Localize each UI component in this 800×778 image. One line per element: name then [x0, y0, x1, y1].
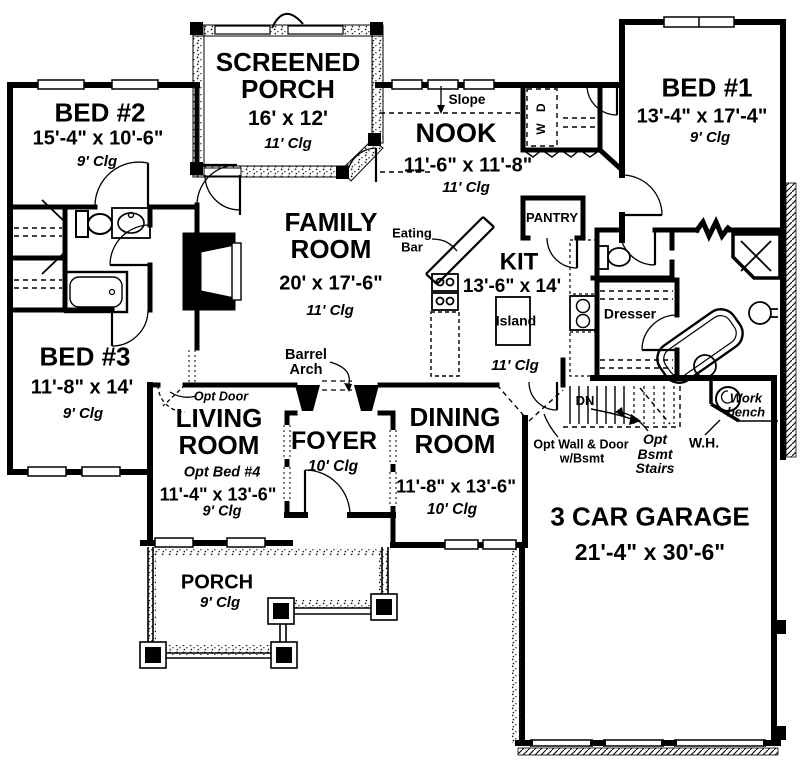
- master-toilet: [597, 245, 631, 270]
- garage-details: [512, 182, 797, 756]
- opt-wall-door-note-2: w/Bsmt: [559, 451, 605, 466]
- room-ceiling-family-room: 11' Clg: [306, 302, 354, 320]
- room-dims-kitchen: 13'-6" x 14': [462, 276, 562, 298]
- stairs-down-label: DN: [575, 393, 595, 409]
- toilet: [75, 210, 113, 238]
- barrel-arch-piers: [295, 380, 379, 411]
- washer-dryer-note: W D: [533, 99, 548, 135]
- front-porch-structure: [139, 547, 398, 669]
- island-label: Island: [495, 312, 537, 329]
- room-ceiling-bed2: 9' Clg: [76, 153, 118, 171]
- room-ceiling-nook: 11' Clg: [442, 179, 490, 197]
- room-option-living-room: Opt Bed #4: [183, 464, 261, 481]
- room-dims-dining-room: 11'-8" x 13'-6": [396, 475, 516, 497]
- room-label-bed1: BED #1: [661, 72, 753, 103]
- room-label-foyer: FOYER: [290, 427, 378, 455]
- kitchen-sink: [569, 239, 598, 377]
- bathtub: [63, 270, 129, 314]
- room-label-porch: PORCH: [180, 571, 254, 594]
- room-label-family-room: FAMILY ROOM: [284, 206, 378, 264]
- room-dims-bed3: 11'-8" x 14': [30, 376, 134, 399]
- room-label-bed3: BED #3: [39, 341, 131, 372]
- eating-bar-note: Eating Bar: [392, 225, 432, 254]
- room-label-nook: NOOK: [415, 117, 497, 148]
- room-ceiling-bed1: 9' Clg: [689, 129, 731, 147]
- master-tub: [656, 308, 744, 384]
- room-label-dining-room: DINING ROOM: [409, 401, 501, 459]
- dresser-label: Dresser: [603, 305, 657, 322]
- opt-door-note: Opt Door: [193, 389, 249, 404]
- pantry-label: PANTRY: [526, 210, 578, 226]
- windows: [27, 16, 735, 550]
- fixtures: [63, 207, 782, 423]
- room-label-screened-porch: SCREENED PORCH: [215, 46, 361, 104]
- fireplace: [182, 232, 242, 311]
- room-dims-nook: 11'-6" x 11'-8": [403, 154, 533, 177]
- room-dims-bed2: 15'-4" x 10'-6": [32, 127, 164, 150]
- porch-columns: [139, 593, 398, 669]
- room-label-living-room: LIVING ROOM: [175, 402, 263, 460]
- room-dims-garage: 21'-4" x 30'-6": [574, 539, 726, 566]
- cased-openings: [188, 350, 397, 506]
- annotation-leaders: [169, 86, 721, 438]
- room-ceiling-dining-room: 10' Clg: [426, 500, 478, 518]
- kitchen-island: [495, 296, 531, 346]
- barrel-arch-note: Barrel Arch: [285, 346, 327, 378]
- refrigerator: [430, 311, 460, 377]
- room-dims-bed1: 13'-4" x 17'-4": [636, 105, 768, 128]
- opt-bsmt-stairs-note: Opt Bsmt Stairs: [635, 431, 675, 477]
- master-sinks: [693, 301, 778, 378]
- room-ceiling-foyer: 10' Clg: [307, 457, 359, 475]
- cooktop: [431, 273, 459, 311]
- work-bench-label: Work bench: [726, 390, 766, 419]
- room-ceiling-bed3: 9' Clg: [62, 405, 104, 423]
- water-heater-label: W.H.: [688, 434, 720, 451]
- room-dims-screened-porch: 16' x 12': [247, 107, 329, 131]
- water-heater: [709, 381, 778, 423]
- screened-porch-structure: [190, 13, 384, 182]
- room-label-bed2: BED #2: [54, 97, 146, 128]
- bath-sink: [111, 207, 151, 239]
- room-ceiling-living-room: 9' Clg: [202, 503, 242, 520]
- master-shower: [731, 232, 782, 280]
- room-dims-family-room: 20' x 17'-6": [279, 272, 383, 295]
- eating-bar-counter: [425, 216, 495, 285]
- room-ceiling-kitchen: 11' Clg: [491, 357, 539, 375]
- slope-note: Slope: [448, 91, 486, 107]
- opt-wall-door-note: Opt Wall & Door: [533, 437, 629, 452]
- room-label-kitchen: KIT: [499, 248, 539, 276]
- room-label-garage: 3 CAR GARAGE: [550, 501, 750, 532]
- room-ceiling-porch: 9' Clg: [199, 594, 241, 612]
- room-ceiling-screened-porch: 11' Clg: [264, 135, 312, 153]
- room-dims-living-room: 11'-4" x 13'-6": [159, 484, 277, 505]
